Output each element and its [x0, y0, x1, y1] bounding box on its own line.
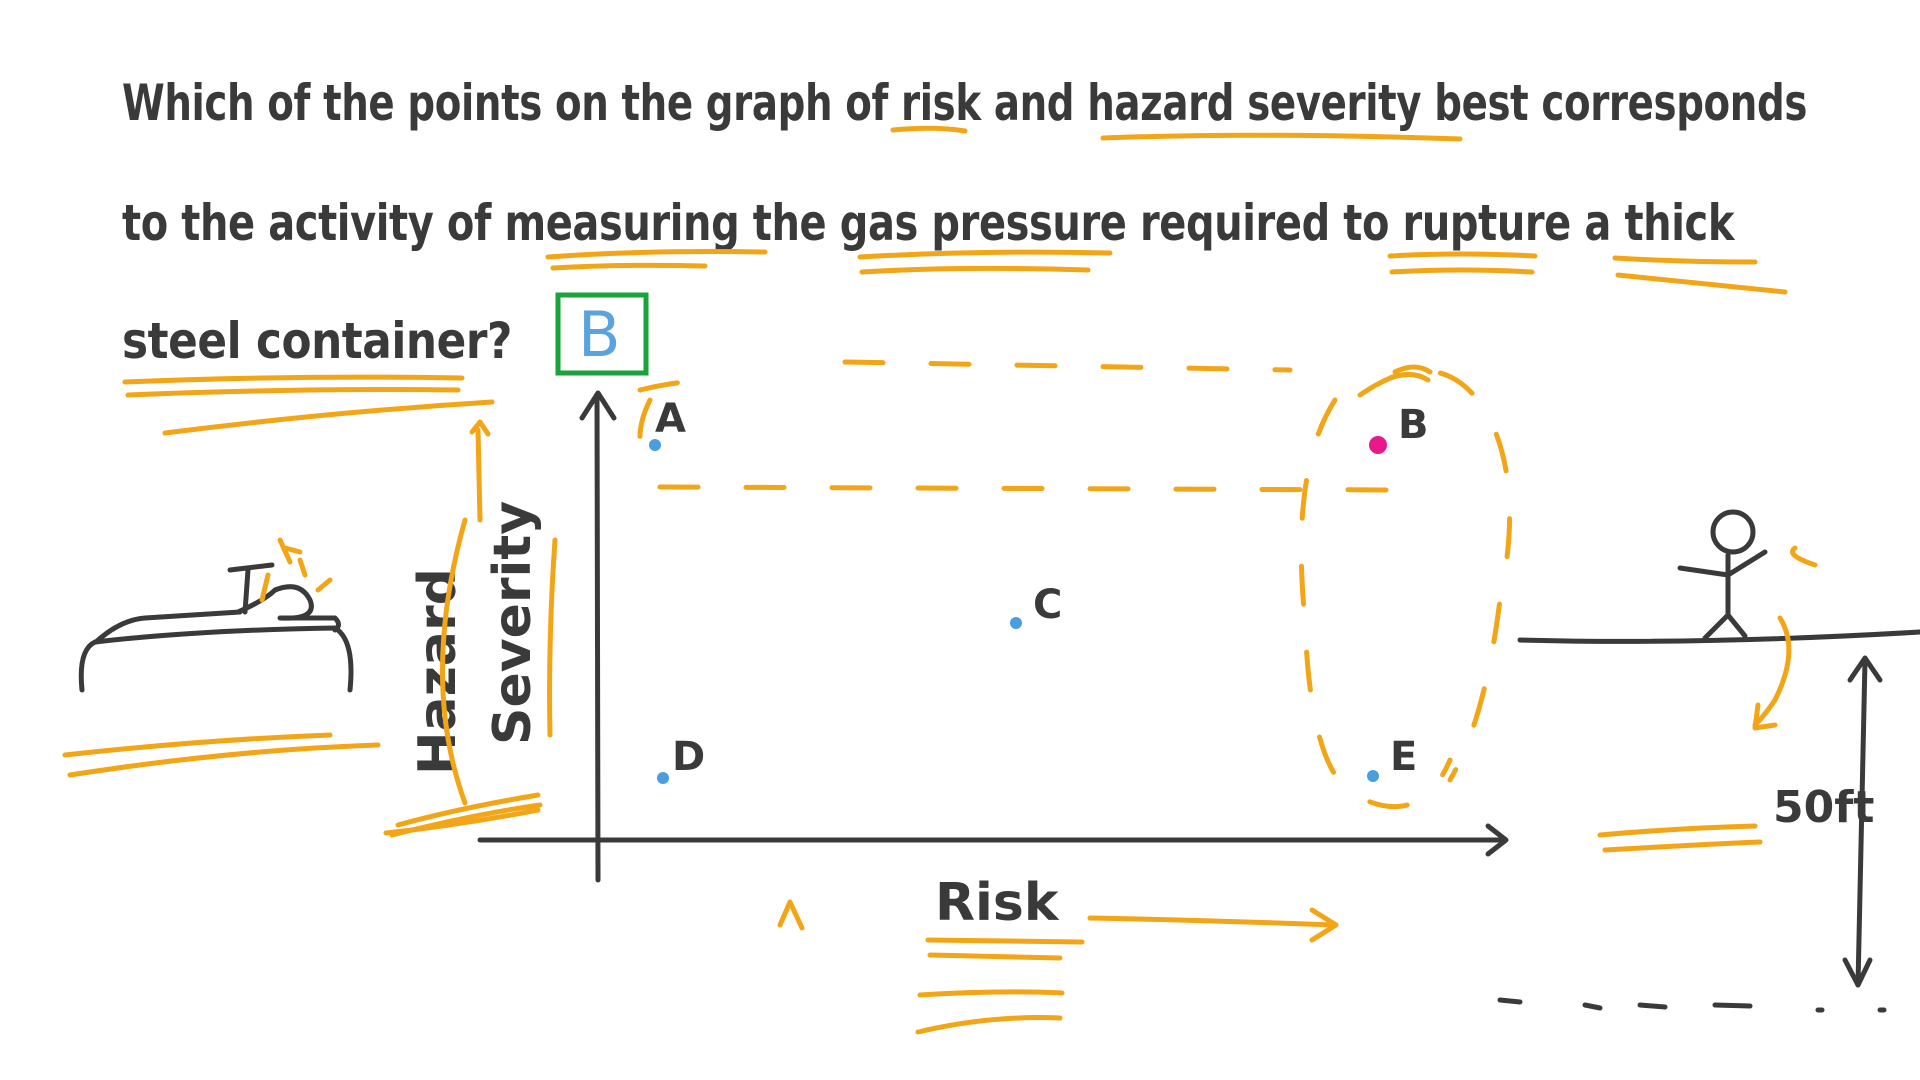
point-e-label: E [1390, 734, 1417, 780]
point-d-label: D [672, 734, 705, 780]
question-line-2: to the activity of measuring the gas pre… [122, 194, 1736, 252]
point-b-label: B [1398, 402, 1429, 448]
question-underlines [122, 125, 1788, 436]
y-axis-arrowhead [579, 390, 617, 421]
answer-box: B [555, 292, 649, 376]
answer-letter: B [578, 298, 621, 371]
y-axis-label-group-2: Severity [483, 501, 543, 745]
height-label: 50ft [1773, 782, 1874, 833]
graph-axes [477, 390, 1509, 883]
y-axis-label: Hazard [408, 568, 468, 775]
question-line-3: steel container? [122, 312, 512, 370]
cliff-illustration: 50ft [1497, 509, 1920, 1013]
point-a-label: A [655, 396, 686, 442]
point-a-marker [649, 439, 661, 451]
point-d-marker [657, 772, 669, 784]
point-c-label: C [1033, 582, 1062, 628]
question-text: Which of the points on the graph of risk… [122, 74, 1807, 370]
question-line-1: Which of the points on the graph of risk… [122, 74, 1807, 132]
axis-highlights [383, 419, 1339, 1035]
answer-box-frame [555, 292, 649, 376]
y-axis-label-line-1: Hazard [408, 568, 468, 775]
point-b-marker [1369, 436, 1387, 454]
bed-illustration [62, 537, 381, 778]
point-c-marker [1010, 617, 1022, 629]
point-e-marker [1367, 770, 1379, 782]
region-high-risk [1298, 364, 1513, 810]
graph-points: A B C D E [649, 396, 1429, 784]
x-axis-label: Risk [935, 873, 1060, 933]
region-high-severity [637, 359, 1398, 493]
y-axis [594, 392, 601, 883]
y-axis-label-line-2: Severity [483, 501, 543, 745]
x-axis-arrowhead [1485, 823, 1509, 857]
